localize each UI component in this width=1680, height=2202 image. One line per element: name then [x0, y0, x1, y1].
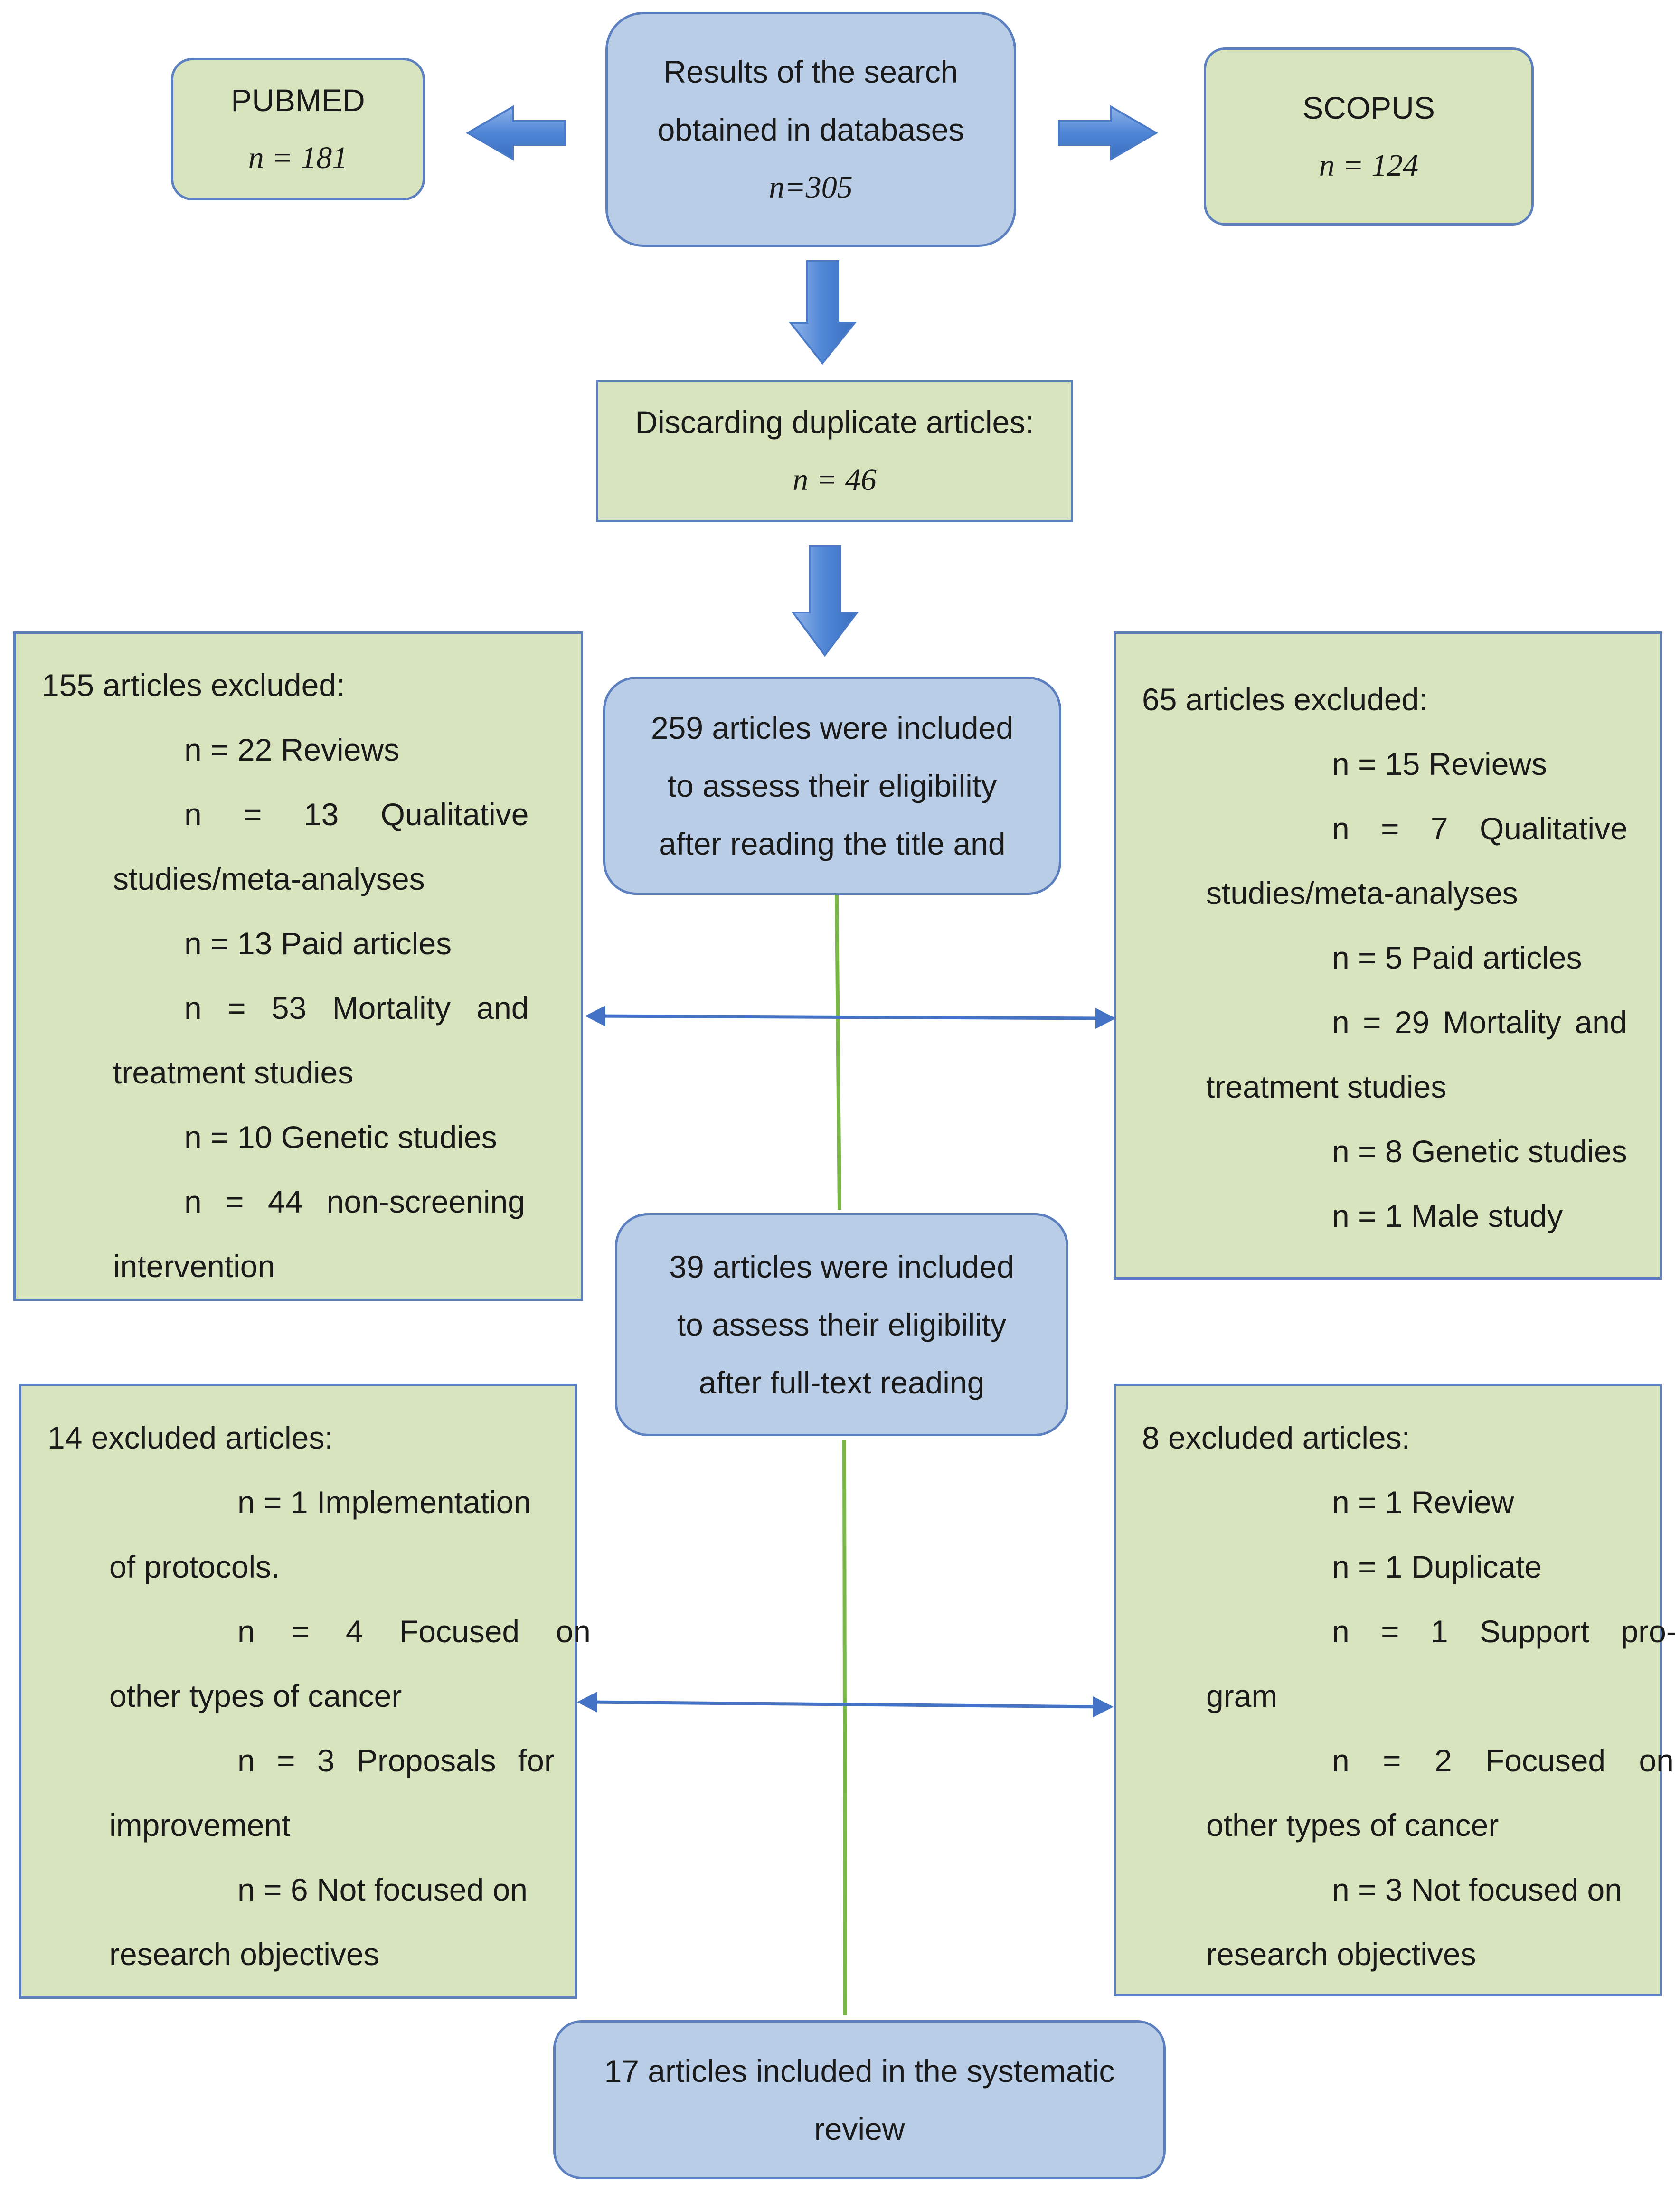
list-item: n = 1 Duplicate	[1332, 1549, 1542, 1584]
stage1-right-exclusion-box: 65 articles excluded: n = 15 Reviews n =…	[1114, 631, 1662, 1280]
list-item: n = 10 Genetic studies	[184, 1120, 497, 1155]
duplicates-box: Discarding duplicate articles: n = 46	[596, 380, 1073, 522]
arrow-to-stage1	[791, 545, 859, 657]
list-item: other types of cancer	[109, 1678, 402, 1713]
stage1-included-line2: to assess their eligibility	[667, 768, 997, 803]
exclusion-arrow-stage1-right-head	[1095, 1008, 1116, 1029]
stage1-right-heading: 65 articles excluded:	[1142, 682, 1428, 717]
final-included-box: 17 articles included in the systematic r…	[553, 2020, 1166, 2179]
list-item: n = 1 Review	[1332, 1485, 1514, 1520]
list-item: n = 1 Support pro-	[1332, 1614, 1677, 1649]
list-item: n = 2 Focused on	[1332, 1743, 1674, 1778]
pubmed-box: PUBMED n = 181	[171, 58, 425, 200]
stage2-left-exclusion-box: 14 excluded articles: n = 1 Implementati…	[19, 1384, 591, 1999]
search-line2: obtained in databases	[657, 112, 964, 147]
exclusion-arrow-stage2-line	[588, 1700, 1102, 1709]
connector-stage2-to-final	[842, 1439, 847, 2016]
list-item: n = 3 Proposals for	[237, 1743, 555, 1778]
exclusion-arrow-stage1-line	[595, 1014, 1104, 1020]
search-results-box: Results of the search obtained in databa…	[605, 12, 1016, 247]
duplicates-count: n = 46	[793, 462, 877, 497]
list-item: n = 53 Mortality and	[184, 990, 529, 1026]
exclusion-arrow-stage1-left-head	[585, 1006, 605, 1026]
list-item: improvement	[109, 1807, 291, 1843]
list-item: n = 13 Paid articles	[184, 926, 452, 961]
arrow-to-scopus	[1058, 105, 1158, 161]
list-item: intervention	[113, 1249, 275, 1284]
exclusion-arrow-stage2-left-head	[577, 1692, 597, 1713]
search-count: n=305	[769, 169, 853, 205]
stage2-included-line3: after full-text reading	[698, 1365, 985, 1400]
connector-stage1-to-stage2	[835, 894, 841, 1210]
list-item: n = 5 Paid articles	[1332, 940, 1582, 975]
list-item: other types of cancer	[1206, 1807, 1499, 1843]
list-item: research objectives	[109, 1937, 379, 1972]
scopus-count: n = 124	[1319, 148, 1419, 183]
stage1-included-line3: after reading the title and	[659, 826, 1006, 861]
list-item: treatment studies	[113, 1055, 354, 1090]
list-item: n = 15 Reviews	[1332, 746, 1548, 781]
stage2-left-heading: 14 excluded articles:	[47, 1420, 333, 1455]
list-item: n = 3 Not focused on	[1332, 1872, 1622, 1907]
stage1-left-exclusion-box: 155 articles excluded: n = 22 Reviews n …	[13, 631, 583, 1301]
list-item: gram	[1206, 1678, 1278, 1713]
list-item: studies/meta-analyses	[1206, 875, 1518, 911]
stage2-right-heading: 8 excluded articles:	[1142, 1420, 1410, 1455]
arrow-to-duplicates	[788, 260, 857, 365]
scopus-box: SCOPUS n = 124	[1204, 47, 1534, 226]
stage2-included-line1: 39 articles were included	[669, 1249, 1014, 1284]
scopus-name: SCOPUS	[1302, 90, 1435, 125]
list-item: studies/meta-analyses	[113, 861, 425, 896]
pubmed-name: PUBMED	[231, 83, 365, 118]
stage2-included-box: 39 articles were included to assess thei…	[615, 1213, 1068, 1436]
stage1-included-line1: 259 articles were included	[651, 710, 1014, 745]
list-item: n = 8 Genetic studies	[1332, 1134, 1627, 1169]
list-item: research objectives	[1206, 1937, 1476, 1972]
list-item: of protocols.	[109, 1549, 280, 1584]
stage1-included-box: 259 articles were included to assess the…	[603, 677, 1061, 895]
arrow-to-pubmed	[466, 105, 566, 161]
exclusion-arrow-stage2-right-head	[1093, 1696, 1114, 1717]
list-item: n = 13 Qualitative	[184, 797, 529, 832]
list-item: n = 44 non-screening	[184, 1184, 525, 1219]
list-item: treatment studies	[1206, 1069, 1447, 1104]
list-item: n = 29 Mortality and	[1332, 1005, 1627, 1040]
stage1-left-heading: 155 articles excluded:	[42, 668, 345, 703]
list-item: n = 4 Focused on	[237, 1614, 591, 1649]
final-line2: review	[814, 2111, 905, 2146]
list-item: n = 7 Qualitative	[1332, 811, 1628, 846]
stage2-included-line2: to assess their eligibility	[677, 1307, 1007, 1342]
stage2-right-exclusion-box: 8 excluded articles: n = 1 Review n = 1 …	[1114, 1384, 1677, 1996]
pubmed-count: n = 181	[248, 141, 348, 175]
list-item: n = 22 Reviews	[184, 732, 400, 767]
list-item: n = 6 Not focused on	[237, 1872, 528, 1907]
duplicates-label: Discarding duplicate articles:	[635, 405, 1034, 440]
list-item: n = 1 Implementation	[237, 1485, 531, 1520]
final-line1: 17 articles included in the systematic	[604, 2053, 1115, 2089]
list-item: n = 1 Male study	[1332, 1198, 1563, 1233]
search-line1: Results of the search	[663, 54, 958, 89]
